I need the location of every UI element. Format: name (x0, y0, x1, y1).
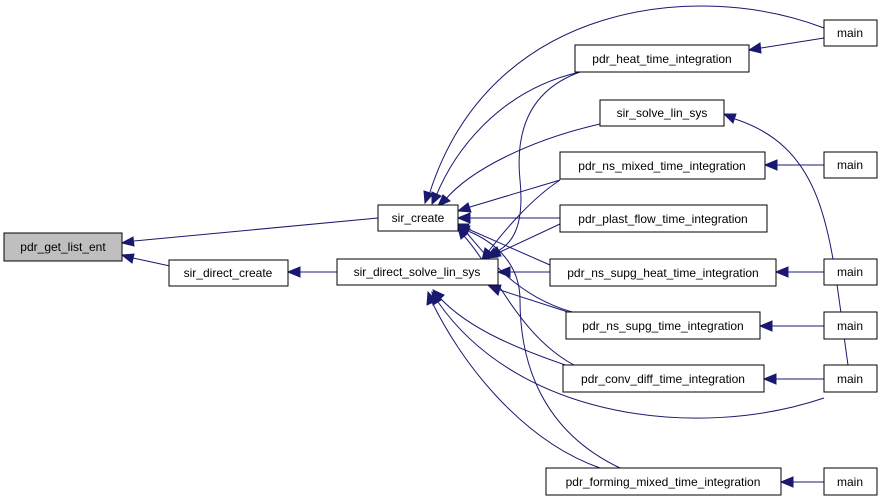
edge-pdr-heat-to-sir-direct-solve (495, 71, 581, 253)
edge-pdr-forming-to-sir-create (467, 230, 621, 469)
node-label: pdr_heat_time_integration (592, 52, 731, 66)
edge-pdr-ns-supg-heat-to-sir-create (467, 228, 551, 266)
arrowhead (763, 159, 778, 171)
node-box (559, 204, 768, 233)
node-main-4[interactable]: main (823, 311, 878, 340)
node-label: sir_direct_create (184, 266, 273, 280)
edge-sir-direct-create-to-pdr-get-list-ent (132, 257, 171, 267)
node-box (823, 258, 878, 286)
edge-pdr-heat-to-sir-create (435, 71, 581, 197)
edge-sir-solve-lin-sys-to-sir-create (444, 123, 601, 201)
node-box (559, 151, 766, 180)
arrowhead (431, 191, 442, 206)
node-main-5[interactable]: main (823, 364, 878, 393)
edge-main-1-to-sir-create (428, 5, 825, 196)
arrowhead (120, 236, 135, 247)
node-sir-direct-create[interactable]: sir_direct_create (168, 259, 289, 287)
node-label: pdr_forming_mixed_time_integration (566, 475, 761, 489)
edge-pdr-ns-supg-to-sir-direct-solve (499, 289, 569, 313)
node-pdr-ns-mixed-time-integration[interactable]: pdr_ns_mixed_time_integration (559, 151, 766, 180)
node-label: pdr_ns_supg_time_integration (582, 319, 743, 333)
node-main-7[interactable]: main (823, 467, 878, 496)
node-sir-direct-solve-lin-sys[interactable]: sir_direct_solve_lin_sys (336, 258, 499, 286)
edge-pdr-conv-diff-to-sir-direct-solve (439, 297, 581, 371)
arrowhead (426, 290, 437, 306)
node-box (336, 258, 499, 286)
arrowhead (779, 476, 794, 488)
node-main-3[interactable]: main (823, 258, 878, 286)
edges (120, 5, 849, 488)
node-box (823, 364, 878, 393)
node-box (377, 204, 459, 232)
node-box (823, 19, 878, 47)
arrowhead (286, 266, 301, 278)
node-label: pdr_conv_diff_time_integration (581, 372, 745, 386)
edge-pdr-plast-flow-to-sir-direct-solve (499, 223, 561, 253)
arrowhead (747, 42, 762, 54)
node-box (565, 311, 761, 340)
node-label: main (837, 372, 863, 386)
node-sir-solve-lin-sys[interactable]: sir_solve_lin_sys (599, 99, 725, 127)
node-label: sir_direct_solve_lin_sys (354, 265, 481, 279)
edge-pdr-ns-mixed-to-sir-create (469, 179, 561, 208)
edge-pdr-forming-to-sir-direct-solve (431, 301, 601, 469)
node-label: pdr_get_list_ent (20, 240, 106, 254)
node-box (545, 467, 782, 496)
node-pdr-conv-diff-time-integration[interactable]: pdr_conv_diff_time_integration (562, 364, 765, 393)
edge-pdr-conv-diff-to-sir-create (463, 235, 581, 369)
node-label: main (837, 158, 863, 172)
node-label: main (837, 475, 863, 489)
node-box (823, 467, 878, 496)
node-label: sir_create (392, 211, 445, 225)
node-label: pdr_plast_flow_time_integration (578, 212, 747, 226)
edge-main-1-to-pdr-heat (760, 37, 825, 49)
arrowhead (120, 253, 135, 264)
node-pdr-heat-time-integration[interactable]: pdr_heat_time_integration (574, 44, 750, 73)
node-box (168, 259, 289, 287)
nodes: pdr_get_list_ent sir_direct_create sir_c… (3, 19, 878, 496)
node-pdr-ns-supg-heat-time-integration[interactable]: pdr_ns_supg_heat_time_integration (549, 258, 777, 287)
node-box (574, 44, 750, 73)
node-box (562, 364, 765, 393)
edge-main-5-to-sir-direct-solve (437, 301, 825, 419)
arrowhead (722, 113, 737, 124)
node-label: main (837, 319, 863, 333)
node-label: sir_solve_lin_sys (617, 106, 708, 120)
edge-pdr-ns-supg-to-sir-create (465, 231, 581, 315)
arrowhead (456, 202, 472, 213)
node-main-1[interactable]: main (823, 19, 878, 47)
arrowhead (496, 266, 511, 278)
node-box (599, 99, 725, 127)
node-label: pdr_ns_supg_heat_time_integration (567, 266, 758, 280)
node-pdr-get-list-ent[interactable]: pdr_get_list_ent (3, 232, 123, 262)
node-label: main (837, 26, 863, 40)
arrowhead (762, 373, 777, 385)
arrowhead (758, 320, 773, 332)
node-box (823, 151, 878, 179)
node-label: main (837, 265, 863, 279)
node-box (549, 258, 777, 287)
arrowhead (456, 225, 471, 236)
arrowhead (456, 212, 471, 224)
arrowhead (423, 190, 434, 205)
edge-pdr-ns-mixed-to-sir-direct-solve (487, 179, 561, 253)
node-main-2[interactable]: main (823, 151, 878, 179)
node-pdr-plast-flow-time-integration[interactable]: pdr_plast_flow_time_integration (559, 204, 768, 233)
node-pdr-ns-supg-time-integration[interactable]: pdr_ns_supg_time_integration (565, 311, 761, 340)
node-box (823, 311, 878, 340)
node-box (3, 232, 123, 262)
edge-sir-create-to-pdr-get-list-ent (133, 217, 379, 242)
arrowhead (437, 194, 451, 207)
arrowhead (774, 266, 789, 278)
node-sir-create[interactable]: sir_create (377, 204, 459, 232)
node-pdr-forming-mixed-time-integration[interactable]: pdr_forming_mixed_time_integration (545, 467, 782, 496)
node-label: pdr_ns_mixed_time_integration (578, 159, 745, 173)
